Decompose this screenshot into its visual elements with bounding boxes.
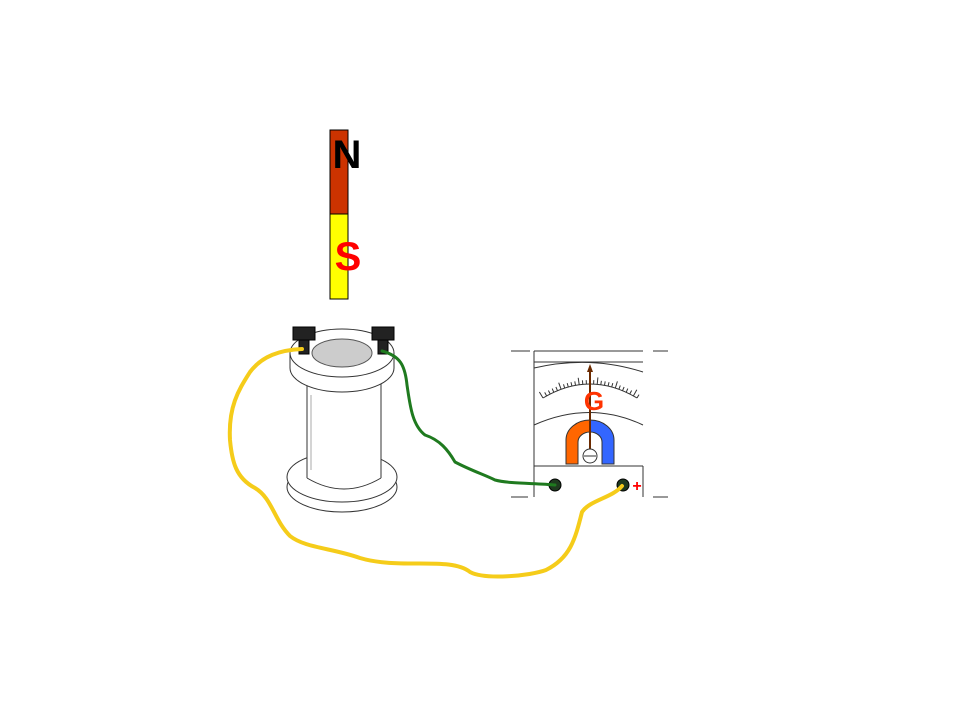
coil-body — [307, 380, 381, 478]
scale-tick — [632, 389, 638, 397]
magnet-south-half — [329, 213, 349, 300]
north-pole-label: N — [333, 133, 362, 177]
scale-tick — [547, 390, 551, 395]
scale-tick — [622, 386, 625, 391]
coil-core-opening — [311, 338, 373, 368]
scale-tick — [570, 382, 573, 387]
scale-tick — [636, 394, 640, 399]
scale-tick — [566, 382, 569, 388]
yellow-wire[interactable] — [227, 347, 624, 579]
coil[interactable] — [286, 326, 398, 513]
coil-left-terminal-post — [298, 339, 310, 355]
scale-tick — [618, 385, 621, 390]
scale-tick — [600, 380, 602, 385]
scale-tick — [558, 382, 562, 390]
galvanometer[interactable]: G + — [511, 350, 668, 498]
meter-scale-ticks — [538, 377, 640, 399]
scale-tick — [544, 392, 548, 397]
scale-tick — [551, 388, 555, 393]
scale-tick — [574, 381, 576, 386]
meter-dial-top-curve — [533, 361, 644, 373]
coil-left-terminal-cap[interactable] — [292, 326, 316, 341]
scale-tick — [596, 377, 599, 385]
meter-needle-tip — [587, 364, 593, 372]
scale-tick — [625, 388, 629, 393]
scale-tick — [604, 381, 606, 386]
positive-terminal-label: + — [632, 478, 641, 495]
scale-tick — [614, 381, 618, 389]
scale-tick — [611, 382, 614, 388]
scale-tick — [555, 386, 558, 391]
scale-tick — [563, 384, 566, 389]
coil-right-terminal-post — [377, 339, 389, 355]
green-wire[interactable] — [380, 349, 557, 487]
coil-body-bottom-curve — [306, 477, 382, 490]
scale-tick — [607, 382, 610, 387]
scale-tick — [538, 391, 544, 399]
bar-magnet[interactable]: N S — [329, 129, 362, 300]
scale-tick — [577, 377, 580, 385]
coil-right-terminal-cap[interactable] — [371, 326, 395, 341]
galvanometer-label: G — [584, 386, 604, 416]
scale-tick — [629, 390, 633, 395]
south-pole-label: S — [335, 235, 362, 279]
